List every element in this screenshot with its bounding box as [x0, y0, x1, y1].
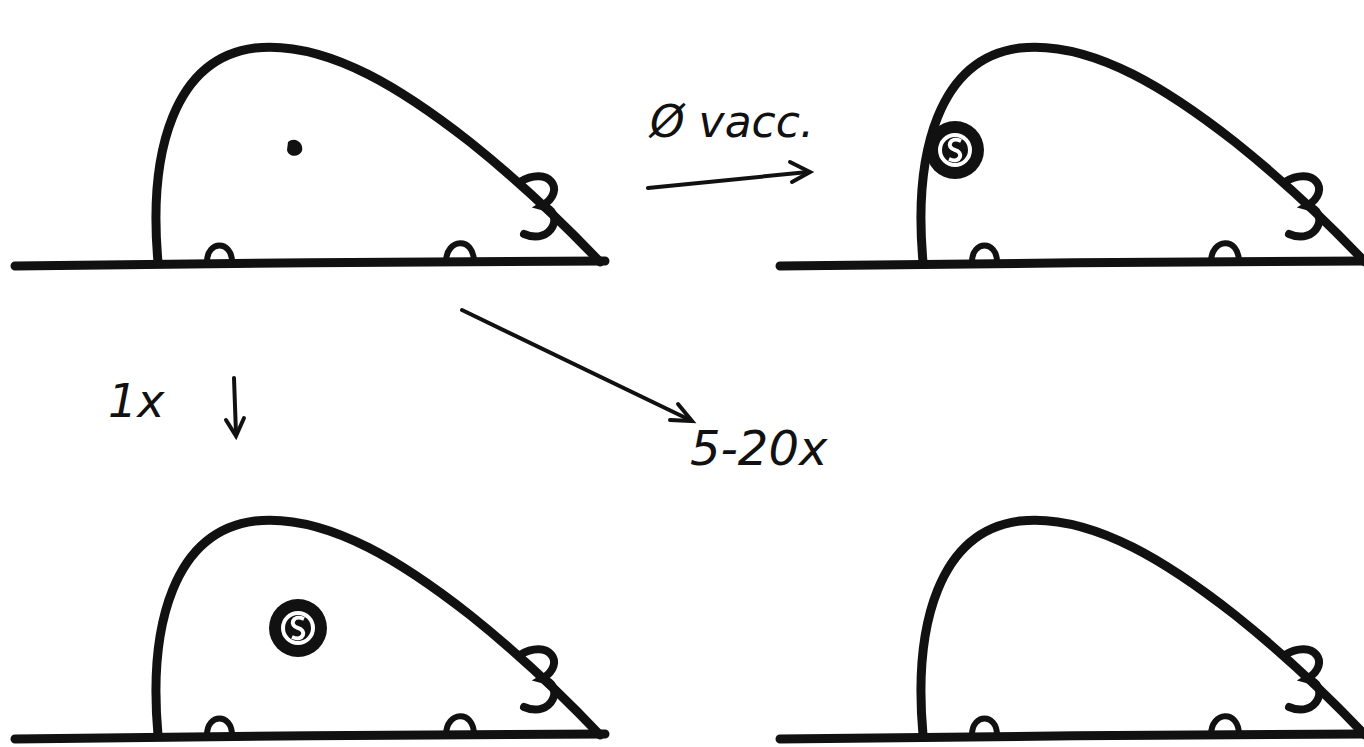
handwritten-label: 1x [108, 378, 165, 424]
mouse-small-tumor [15, 47, 605, 266]
mouse-no-tumor [780, 520, 1364, 739]
arrow [462, 310, 692, 421]
handwritten-label: Ø vacc. [650, 100, 814, 144]
arrow [226, 378, 244, 436]
handwritten-label: 5-20x [690, 424, 827, 472]
mouse-large-tumor [15, 520, 605, 739]
arrow [648, 162, 810, 188]
mouse-large-tumor [780, 47, 1364, 266]
